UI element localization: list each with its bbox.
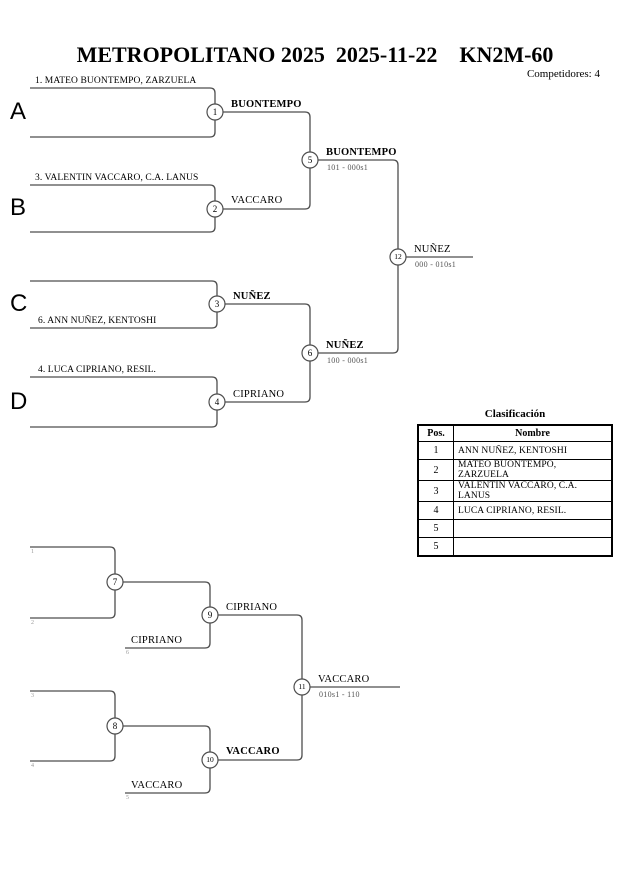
table-row: 4 LUCA CIPRIANO, RESIL. — [417, 501, 613, 520]
slot-ref: 3 — [31, 693, 34, 699]
match-winner: BUONTEMPO — [231, 99, 302, 110]
player-name: 6. ANN NUÑEZ, KENTOSHI — [38, 316, 157, 326]
section-letter-a: A — [10, 98, 27, 125]
match-number: 5 — [307, 155, 313, 165]
match-winner: CIPRIANO — [226, 602, 278, 613]
name-cell: LUCA CIPRIANO, RESIL. — [453, 501, 613, 520]
final-score: 000 - 010s1 — [415, 260, 457, 269]
match-winner: VACCARO — [231, 195, 283, 206]
match-winner: VACCARO — [318, 674, 370, 685]
name-cell — [453, 519, 613, 538]
match-score: 010s1 - 110 — [319, 690, 360, 699]
position-cell: 2 — [417, 459, 454, 481]
section-letter-b: B — [10, 194, 27, 221]
match-winner: NUÑEZ — [326, 340, 364, 351]
match-number: 3 — [214, 299, 220, 309]
repechage-entrant: VACCARO — [131, 780, 183, 791]
page-title: METROPOLITANO 2025 2025-11-22 KN2M-60 — [76, 42, 554, 67]
table-row: 5 — [417, 519, 613, 538]
match-winner: BUONTEMPO — [326, 147, 397, 158]
table-row: 3 VALENTIN VACCARO, C.A. LANUS — [417, 480, 613, 502]
position-cell: 3 — [417, 480, 454, 502]
position-cell: 4 — [417, 501, 454, 520]
classification-title: Clasificación — [484, 408, 546, 420]
slot-ref: 1 — [31, 549, 34, 555]
table-row: 2 MATEO BUONTEMPO, ZARZUELA — [417, 459, 613, 481]
final-winner: NUÑEZ — [414, 244, 451, 255]
table-header-row: Pos. Nombre — [417, 424, 613, 442]
slot-ref: 4 — [31, 763, 34, 769]
slot-ref: 5 — [126, 795, 129, 801]
match-number: 12 — [394, 252, 402, 261]
match-number: 8 — [112, 721, 118, 731]
match-score: 101 - 000s1 — [327, 163, 369, 172]
player-name: 4. LUCA CIPRIANO, RESIL. — [38, 365, 156, 375]
repechage-entrant: CIPRIANO — [131, 635, 183, 646]
match-winner: NUÑEZ — [233, 291, 271, 302]
match-number: 10 — [206, 755, 214, 764]
position-cell: 1 — [417, 441, 454, 460]
column-header-name: Nombre — [453, 424, 613, 442]
position-cell: 5 — [417, 519, 454, 538]
name-cell: VALENTIN VACCARO, C.A. LANUS — [453, 480, 613, 502]
match-number: 6 — [307, 348, 313, 358]
table-row: 1 ANN NUÑEZ, KENTOSHI — [417, 441, 613, 460]
player-name: 3. VALENTIN VACCARO, C.A. LANUS — [35, 173, 199, 183]
match-number: 4 — [214, 397, 220, 407]
match-number: 1 — [212, 107, 218, 117]
section-letter-c: C — [10, 290, 28, 317]
player-name: 1. MATEO BUONTEMPO, ZARZUELA — [35, 76, 197, 86]
match-winner: VACCARO — [226, 746, 280, 757]
match-number: 9 — [207, 610, 213, 620]
slot-ref: 6 — [126, 650, 129, 656]
match-number: 7 — [112, 577, 118, 587]
table-row: 5 — [417, 537, 613, 557]
position-cell: 5 — [417, 537, 454, 557]
section-letter-d: D — [10, 388, 28, 415]
name-cell: MATEO BUONTEMPO, ZARZUELA — [453, 459, 613, 481]
name-cell: ANN NUÑEZ, KENTOSHI — [453, 441, 613, 460]
match-number: 2 — [212, 204, 218, 214]
name-cell — [453, 537, 613, 557]
match-number: 11 — [298, 682, 306, 691]
competitors-count: Competidores: 4 — [526, 68, 600, 80]
column-header-pos: Pos. — [417, 424, 454, 442]
match-score: 100 - 000s1 — [327, 356, 369, 365]
classification-table: Pos. Nombre 1 ANN NUÑEZ, KENTOSHI 2 MATE… — [417, 424, 613, 557]
match-winner: CIPRIANO — [233, 389, 285, 400]
slot-ref: 2 — [31, 620, 34, 626]
